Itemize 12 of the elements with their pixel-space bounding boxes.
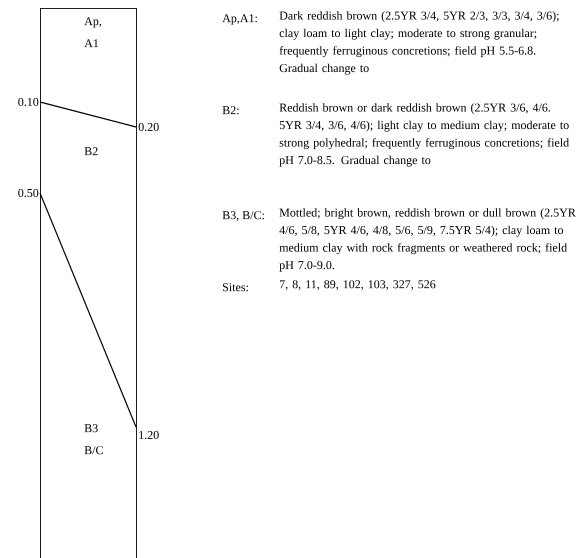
horizon-description: Mottled; bright brown, reddish brown or dull brown (2.5YR 4/6, 5/8, 5YR 4/6, 4/8, 5/6, 5/9, 7.5YR 5/4); clay loam to medium clay with rock fragments or weathered rock; field pH 7.0-9.0. <box>279 208 576 272</box>
horizon-label: B3 B/C <box>84 424 103 454</box>
horizon-key: B2: <box>222 106 239 114</box>
soil-column <box>40 8 137 558</box>
horizon-description: 7, 8, 11, 89, 102, 103, 327, 526 <box>280 280 436 290</box>
horizon-label: B2 <box>84 147 98 156</box>
horizon-key: B3, B/C: <box>222 211 264 221</box>
horizon-label: Ap, A1 <box>84 17 102 48</box>
horizon-key: Sites: <box>223 283 248 292</box>
horizon-description: Dark reddish brown (2.5YR 3/4, 5YR 2/3, 3/3, 3/4, 3/6); clay loam to light clay; moderate to strong granular; frequently ferruginous concretions; field pH 5.5-6.8. Gradual change to <box>280 11 559 75</box>
horizon-key: Ap,A1: <box>222 14 257 25</box>
horizon-description: Reddish brown or dark reddish brown (2.5YR 3/6, 4/6. 5YR 3/4, 3/6, 4/6); light clay to medium clay; moderate to strong polyhedral; frequently ferruginous concretions; field pH 7.0-8.5. Gradual change to <box>279 103 569 167</box>
